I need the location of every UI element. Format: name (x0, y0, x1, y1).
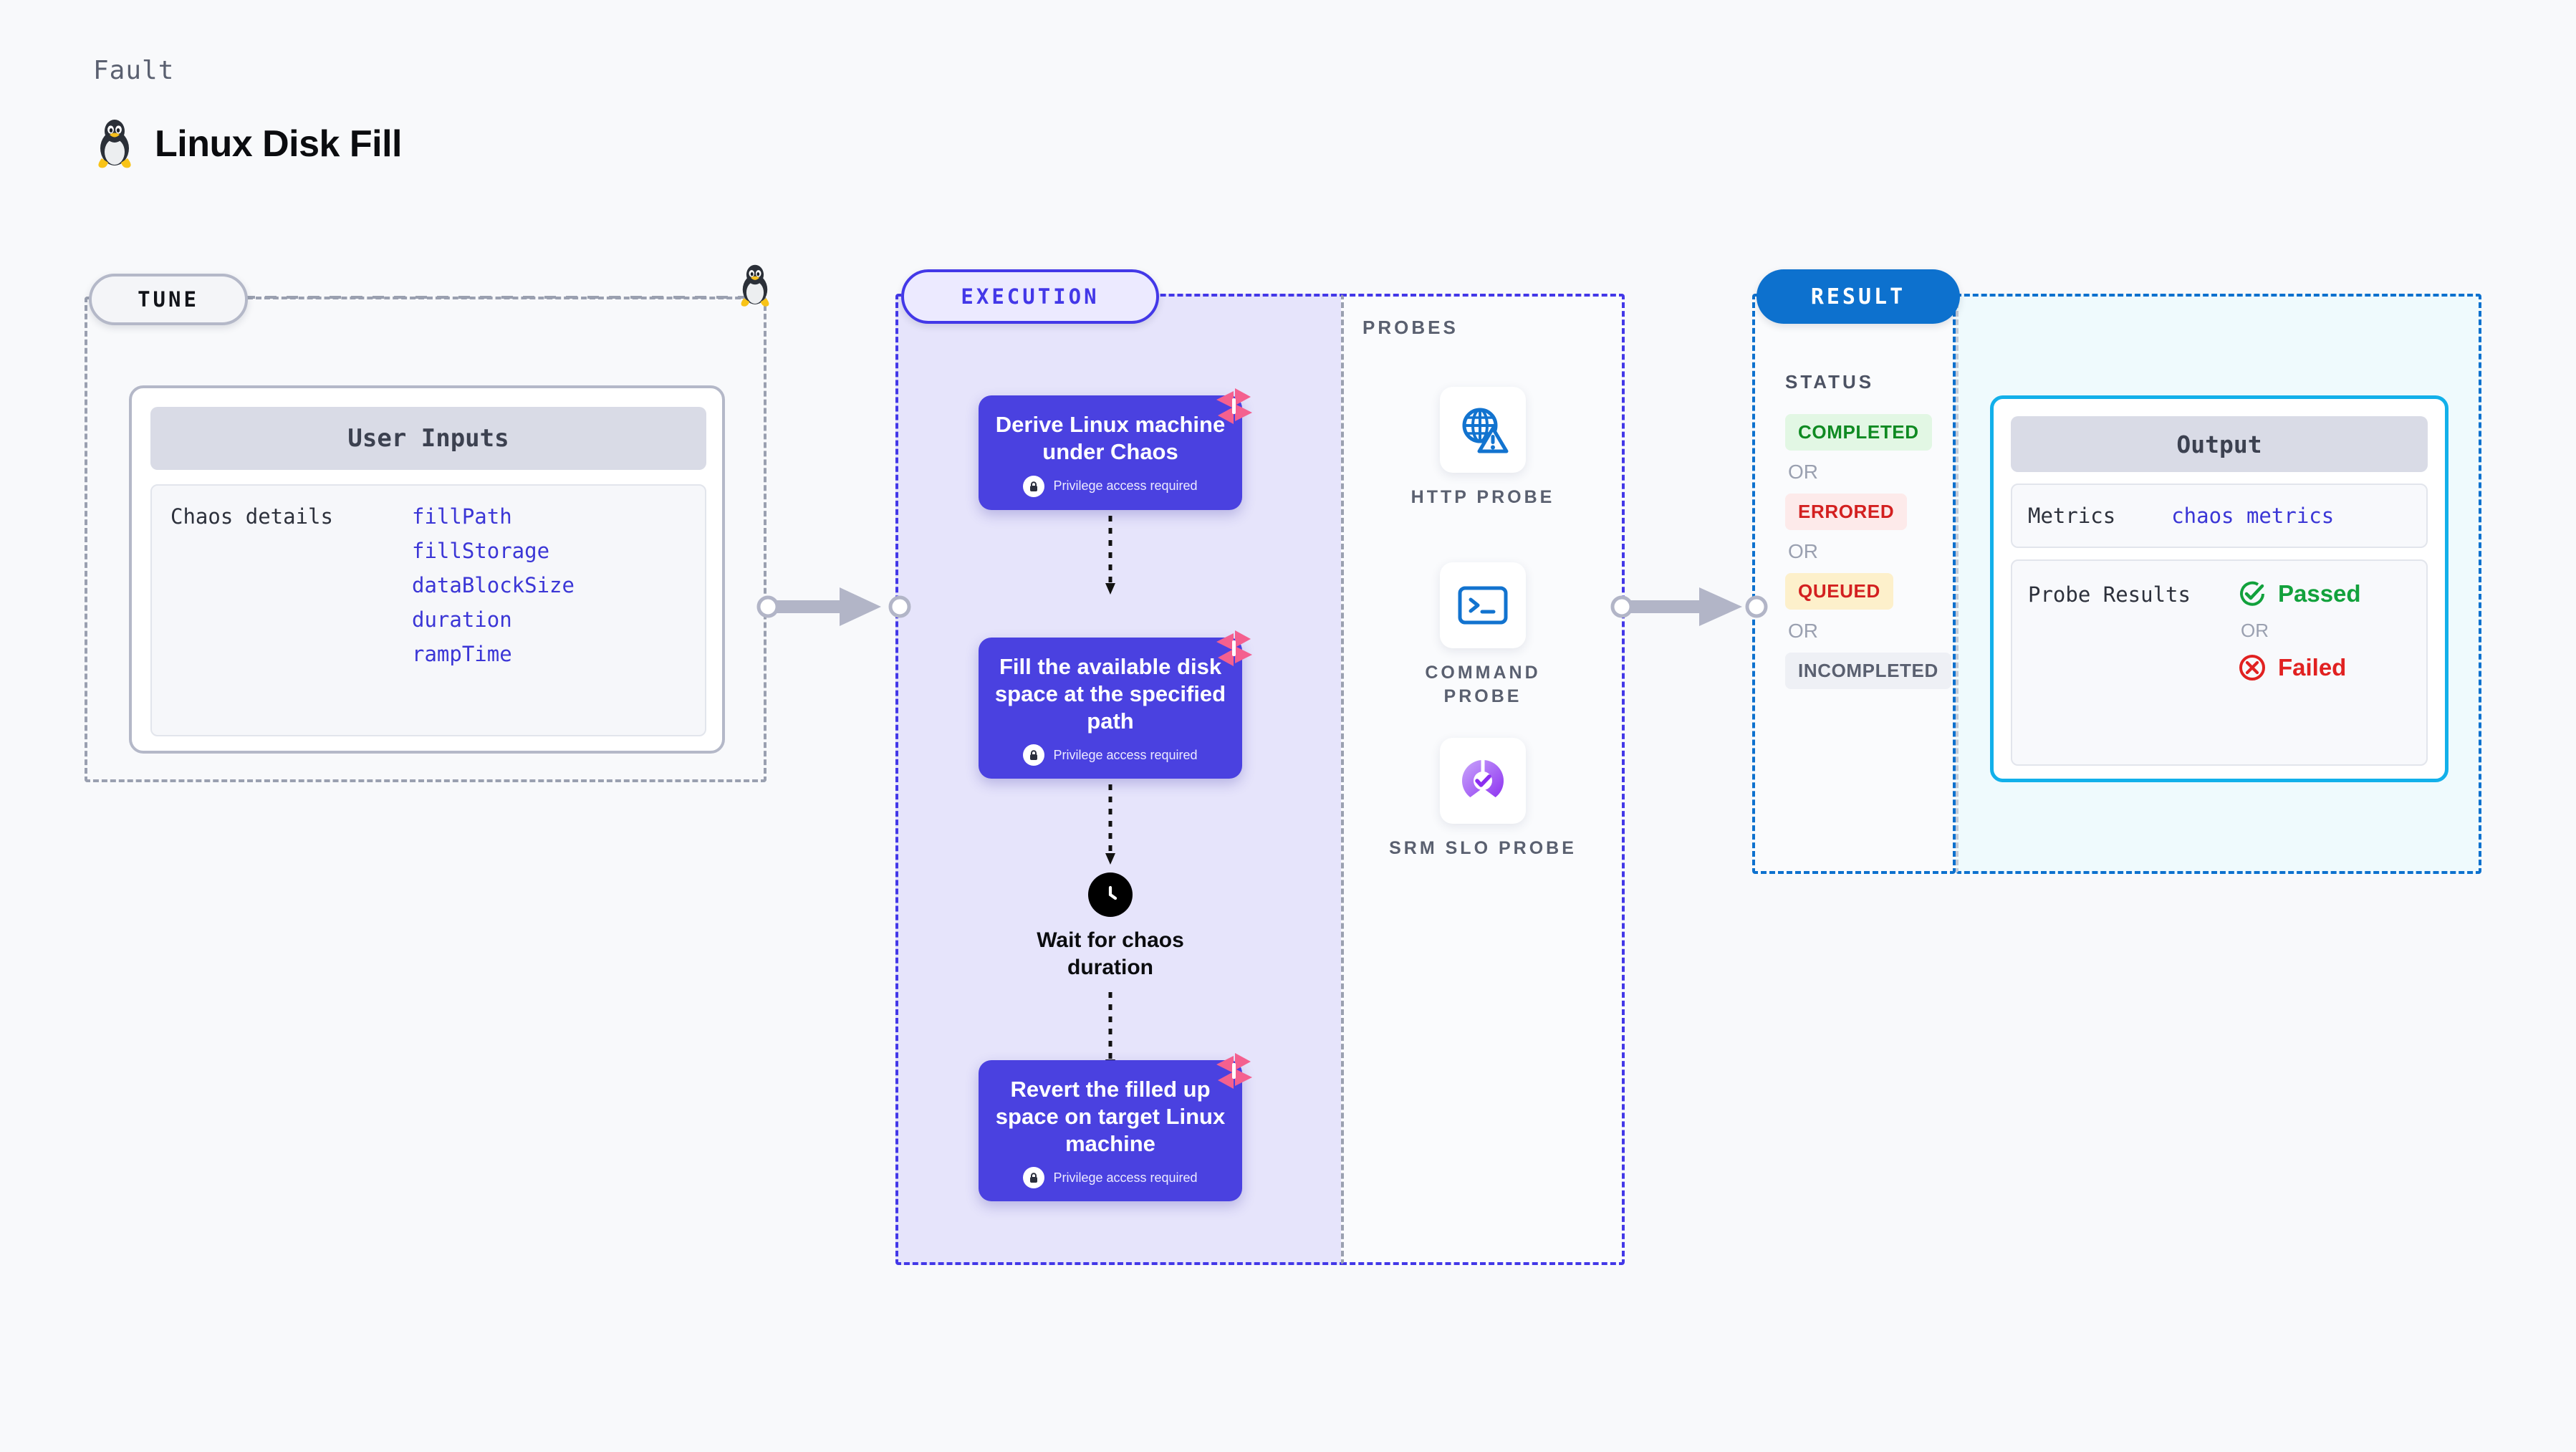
output-card: Output Metrics chaos metrics Probe Resul… (1990, 395, 2448, 782)
param-fillStorage[interactable]: fillStorage (411, 539, 550, 563)
chaos-details-label: Chaos details (170, 504, 333, 529)
stage-badge-execution[interactable]: EXECUTION (901, 269, 1159, 324)
probe-results-values: Passed OR Failed (2238, 580, 2361, 764)
status-list: COMPLETED OR ERRORED OR QUEUED OR INCOMP… (1785, 414, 1951, 689)
lock-icon (1023, 475, 1045, 497)
status-or: OR (1788, 620, 1818, 642)
arrow-derive-to-fill (1105, 516, 1115, 595)
connector-tune-to-execution (756, 587, 911, 626)
output-title: Output (2011, 416, 2428, 472)
failed-label: Failed (2277, 654, 2347, 681)
execution-node-derive[interactable]: Derive Linux machine under Chaos Privile… (979, 388, 1252, 510)
litmus-chaos-icon (1213, 628, 1255, 669)
lock-icon (1023, 1167, 1045, 1189)
user-inputs-title: User Inputs (150, 407, 706, 470)
probe-result-or: OR (2240, 620, 2269, 641)
status-badge-incompleted: INCOMPLETED (1785, 653, 1951, 689)
chaos-details-group: Chaos details fillPath fillStorage dataB… (150, 484, 706, 736)
chaos-details-param-list: fillPath fillStorage dataBlockSize durat… (412, 504, 575, 735)
probes-title: PROBES (1363, 317, 1458, 338)
litmus-chaos-icon (1213, 385, 1255, 427)
linux-tux-icon-connector (736, 264, 774, 308)
metrics-value[interactable]: chaos metrics (2171, 504, 2335, 528)
status-or: OR (1788, 461, 1818, 483)
metrics-label: Metrics (2028, 504, 2116, 528)
output-metrics-row: Metrics chaos metrics (2011, 484, 2428, 548)
execution-node-fill[interactable]: Fill the available disk space at the spe… (979, 630, 1252, 779)
connector-execution-to-result (1610, 587, 1768, 626)
status-badge-errored: ERRORED (1785, 494, 1908, 530)
litmus-chaos-icon (1213, 1050, 1255, 1092)
stage-badge-tune[interactable]: TUNE (89, 274, 248, 325)
execution-node-revert[interactable]: Revert the filled up space on target Lin… (979, 1053, 1252, 1202)
param-fillPath[interactable]: fillPath (411, 504, 512, 529)
output-probe-results-row: Probe Results Passed OR (2011, 559, 2428, 766)
slo-donut-check-icon (1440, 738, 1526, 824)
probe-command[interactable]: COMMAND PROBE (1383, 562, 1583, 708)
privilege-note: Privilege access required (994, 1167, 1226, 1189)
execution-node-title: Derive Linux machine under Chaos (995, 412, 1226, 464)
status-badge-queued: QUEUED (1785, 573, 1893, 610)
execution-node-title: Revert the filled up space on target Lin… (995, 1077, 1226, 1156)
probe-result-failed: Failed (2238, 653, 2361, 682)
privilege-note-text: Privilege access required (1053, 1170, 1198, 1185)
param-duration[interactable]: duration (411, 607, 512, 632)
tune-top-connector (244, 296, 745, 299)
privilege-note: Privilege access required (994, 744, 1226, 766)
terminal-icon (1440, 562, 1526, 648)
probe-result-passed: Passed (2238, 580, 2361, 608)
probe-srm-slo[interactable]: SRM SLO PROBE (1383, 738, 1583, 860)
privilege-note-text: Privilege access required (1053, 747, 1198, 762)
clock-icon (1088, 872, 1133, 917)
page-title-row: Linux Disk Fill (93, 118, 403, 170)
status-badge-completed: COMPLETED (1785, 414, 1932, 451)
passed-label: Passed (2277, 580, 2361, 607)
status-title: STATUS (1785, 371, 1875, 393)
linux-tux-icon (93, 118, 136, 170)
privilege-note-text: Privilege access required (1053, 479, 1198, 494)
probe-label: COMMAND PROBE (1425, 663, 1541, 706)
probe-label: SRM SLO PROBE (1389, 838, 1577, 858)
stage-badge-result[interactable]: RESULT (1756, 269, 1960, 324)
page-eyebrow: Fault (93, 56, 175, 85)
param-rampTime[interactable]: rampTime (411, 642, 512, 666)
page-title: Linux Disk Fill (155, 123, 403, 165)
arrow-fill-to-wait (1105, 784, 1115, 865)
globe-warning-icon (1440, 387, 1526, 473)
param-dataBlockSize[interactable]: dataBlockSize (411, 573, 575, 597)
privilege-note: Privilege access required (994, 475, 1226, 497)
check-circle-icon (2238, 580, 2267, 608)
probe-http[interactable]: HTTP PROBE (1383, 387, 1583, 509)
wait-node: Wait for chaos duration (1021, 872, 1200, 981)
x-circle-icon (2238, 653, 2267, 682)
execution-node-title: Fill the available disk space at the spe… (994, 654, 1226, 734)
probe-results-label: Probe Results (2028, 582, 2191, 607)
probe-label: HTTP PROBE (1410, 487, 1555, 507)
user-inputs-card: User Inputs Chaos details fillPath fillS… (129, 385, 725, 754)
status-or: OR (1788, 540, 1818, 562)
wait-node-label: Wait for chaos duration (1037, 928, 1184, 979)
lock-icon (1023, 744, 1045, 766)
